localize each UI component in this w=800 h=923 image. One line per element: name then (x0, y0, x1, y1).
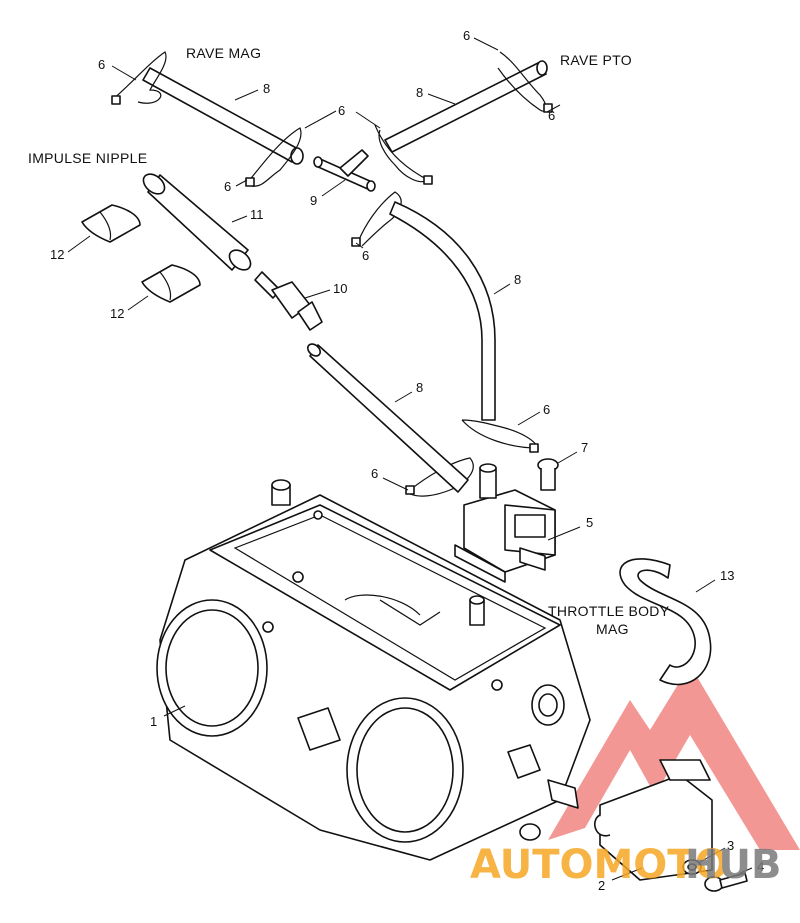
watermark-hub: HUB (685, 842, 781, 888)
callout-6-pto-lower: 6 (548, 108, 555, 123)
callout-7: 7 (581, 440, 588, 455)
callout-10: 10 (333, 281, 347, 296)
clamp-lower-right (461, 419, 539, 453)
t-fitting (313, 149, 376, 192)
solenoid-valve (454, 463, 556, 583)
callout-6-center: 6 (338, 103, 345, 118)
caption-rave-pto: RAVE PTO (560, 52, 632, 68)
callout-4: 4 (757, 859, 764, 874)
impulse-hose (142, 173, 252, 271)
watermark-text: AUTOMOTO HUB (470, 842, 781, 888)
clamp-rave-mag-left (111, 51, 167, 105)
clamp-rave-mag-right (245, 127, 302, 187)
throttle-body (156, 479, 591, 861)
callout-11: 11 (250, 207, 264, 222)
callout-8-rave-pto: 8 (416, 85, 423, 100)
screw-4 (704, 872, 748, 892)
callout-6-rave-mag: 6 (98, 57, 105, 72)
callout-12-upper: 12 (50, 247, 64, 262)
callout-2: 2 (598, 878, 605, 893)
caption-throttle-body-line2: MAG (596, 621, 629, 637)
hose-rave-mag (142, 67, 304, 165)
clamp-upper-hose (351, 191, 402, 247)
clamp-rave-pto-mid (374, 124, 433, 185)
callout-5: 5 (586, 515, 593, 530)
throttle-position-sensor (594, 759, 713, 881)
leader-lines (67, 37, 753, 881)
callout-6-rave-pto: 6 (463, 28, 470, 43)
check-valve (254, 271, 323, 331)
caption-rave-mag: RAVE MAG (186, 45, 261, 61)
hose-clip-lower (141, 264, 201, 303)
washer-3 (682, 859, 702, 875)
caption-throttle-body-line1: THROTTLE BODY (548, 603, 670, 619)
screw-7 (537, 458, 559, 491)
watermark-logo (548, 665, 800, 850)
callout-9: 9 (310, 193, 317, 208)
callout-3: 3 (727, 838, 734, 853)
callout-6-mag-lower: 6 (224, 179, 231, 194)
hose-vertical-long (389, 201, 496, 421)
callout-12-lower: 12 (110, 306, 124, 321)
callout-13: 13 (720, 568, 734, 583)
hose-throttle-body-mag (619, 558, 712, 686)
callout-8-rave-mag: 8 (263, 81, 270, 96)
callout-6-upper-hose: 6 (362, 248, 369, 263)
hose-diagonal-lower (307, 343, 469, 493)
caption-impulse-nipple: IMPULSE NIPPLE (28, 150, 147, 166)
callout-6-lower-left: 6 (371, 466, 378, 481)
watermark-automoto: AUTOMOTO (470, 842, 729, 888)
callout-8-vertical: 8 (514, 272, 521, 287)
callout-1: 1 (150, 714, 157, 729)
callout-6-lower-right: 6 (543, 402, 550, 417)
hose-clip-upper (81, 204, 141, 243)
callout-8-diagonal: 8 (416, 380, 423, 395)
